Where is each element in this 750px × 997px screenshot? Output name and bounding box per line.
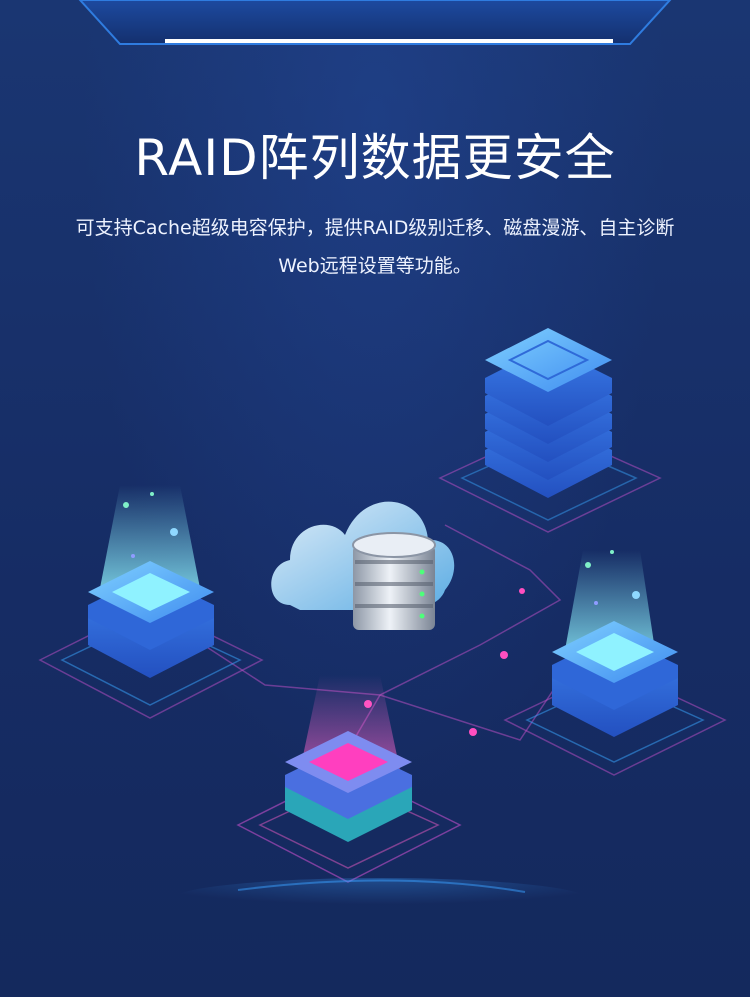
cloud-database-icon — [271, 501, 455, 630]
subtitle-line-2: Web远程设置等功能。 — [278, 255, 472, 277]
top-frame-decoration — [78, 0, 672, 45]
page-title: RAID阵列数据更安全 — [134, 129, 616, 187]
raid-illustration — [38, 328, 727, 920]
node-cyan-icon — [503, 550, 727, 776]
server-stack-icon — [438, 328, 662, 533]
node-cyan-icon — [38, 485, 264, 719]
node-magenta-icon — [236, 675, 462, 883]
subtitle-line-1: 可支持Cache超级电容保护，提供RAID级别迁移、磁盘漫游、自主诊断 — [75, 217, 675, 239]
